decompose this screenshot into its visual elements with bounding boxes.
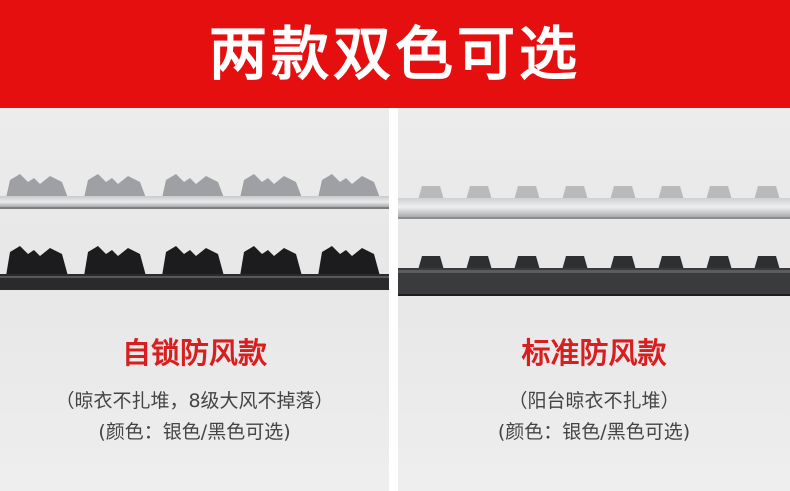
title-banner: 两款双色可选 bbox=[0, 0, 790, 108]
note-standard-colors: (颜色：银色/黑色可选) bbox=[497, 421, 691, 443]
rail-tooth bbox=[418, 186, 444, 200]
note-self-locking-feature: （晾衣不扎堆，8级大风不掉落） bbox=[55, 390, 334, 412]
rail-tooth bbox=[418, 256, 444, 270]
rail-tooth bbox=[658, 256, 684, 270]
style-name-standard: 标准防风款 bbox=[521, 336, 667, 370]
lock-tooth bbox=[84, 174, 146, 198]
rail-tooth bbox=[562, 256, 588, 270]
lock-tooth bbox=[162, 174, 224, 198]
note-self-locking-colors: (颜色：银色/黑色可选) bbox=[98, 421, 291, 443]
panel-standard: 标准防风款 （阳台晾衣不扎堆） (颜色：银色/黑色可选) bbox=[398, 108, 790, 491]
lock-tooth bbox=[162, 246, 224, 276]
lock-tooth bbox=[240, 246, 302, 276]
rail-silver-standard bbox=[398, 184, 790, 220]
lock-tooth bbox=[6, 246, 68, 276]
style-name-self-locking: 自锁防风款 bbox=[121, 336, 267, 370]
lock-tooth bbox=[84, 246, 146, 276]
rail-silver-self-locking bbox=[0, 170, 389, 210]
rail-tooth bbox=[466, 186, 492, 200]
rail-tooth bbox=[706, 186, 732, 200]
lock-tooth bbox=[240, 174, 302, 198]
rail-black-standard bbox=[398, 246, 790, 300]
rail-tooth bbox=[610, 186, 636, 200]
rail-black-self-locking bbox=[0, 240, 389, 292]
rail-tooth bbox=[610, 256, 636, 270]
rail-tooth bbox=[754, 186, 780, 200]
rail-tooth bbox=[658, 186, 684, 200]
page-title: 两款双色可选 bbox=[208, 20, 581, 88]
rail-tooth bbox=[754, 256, 780, 270]
rail-tooth bbox=[514, 256, 540, 270]
rail-tooth bbox=[466, 256, 492, 270]
lock-tooth bbox=[318, 246, 380, 276]
lock-tooth bbox=[318, 174, 380, 198]
note-standard-feature: （阳台晾衣不扎堆） bbox=[508, 390, 680, 412]
rail-tooth bbox=[562, 186, 588, 200]
rail-tooth bbox=[706, 256, 732, 270]
lock-tooth bbox=[6, 174, 68, 198]
panel-divider bbox=[389, 108, 398, 491]
rail-tooth bbox=[514, 186, 540, 200]
panel-self-locking: 自锁防风款 （晾衣不扎堆，8级大风不掉落） (颜色：银色/黑色可选) bbox=[0, 108, 389, 491]
